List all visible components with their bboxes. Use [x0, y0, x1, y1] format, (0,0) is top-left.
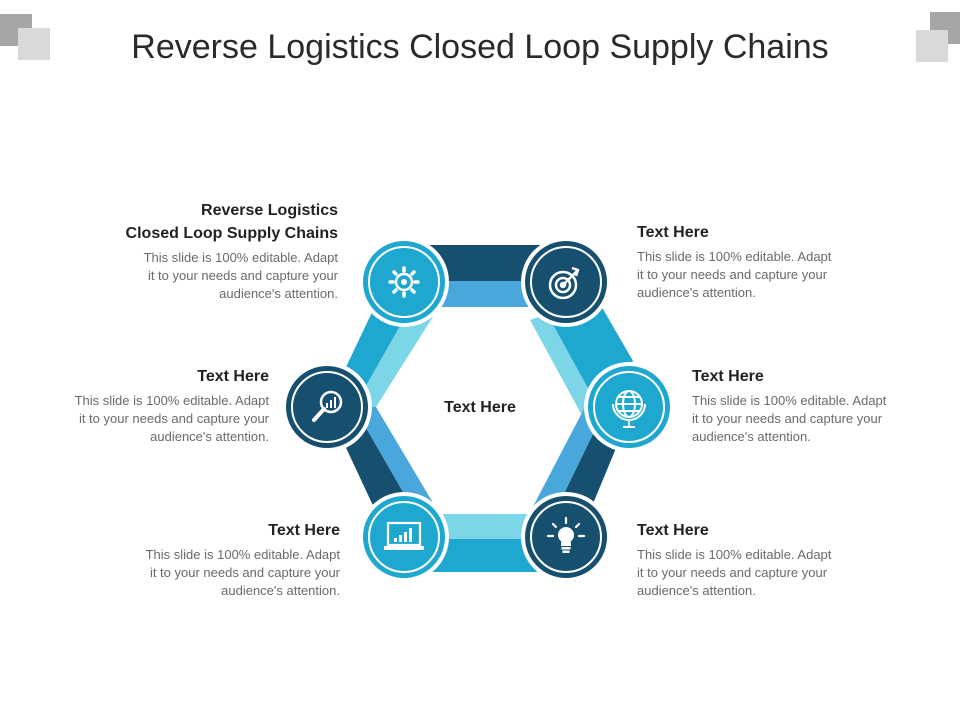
- text-block-bottom-left: Text Here This slide is 100% editable. A…: [40, 519, 340, 600]
- block-body: This slide is 100% editable. Adapt it to…: [143, 250, 338, 301]
- lightbulb-icon: [546, 516, 586, 553]
- block-body: This slide is 100% editable. Adapt it to…: [692, 393, 887, 444]
- gear-icon: [388, 266, 420, 298]
- target-icon: [548, 266, 580, 300]
- node-target: [521, 237, 611, 327]
- center-label: Text Here: [444, 399, 516, 416]
- magnifier-chart-icon: [312, 390, 343, 422]
- page-title: Reverse Logistics Closed Loop Supply Cha…: [131, 28, 829, 66]
- laptop-chart-icon: [384, 521, 424, 550]
- corner-square-tl-light: [18, 28, 50, 60]
- text-block-middle-left: Text Here This slide is 100% editable. A…: [20, 365, 269, 446]
- node-gear: [359, 237, 449, 327]
- corner-square-tr-light: [916, 30, 948, 62]
- text-block-top-left: Reverse Logistics Closed Loop Supply Cha…: [40, 199, 338, 303]
- block-heading: Text Here: [637, 522, 709, 539]
- node-laptop: [359, 492, 449, 582]
- node-lightbulb: [521, 492, 611, 582]
- globe-icon: [612, 390, 646, 428]
- block-heading: Reverse Logistics Closed Loop Supply Cha…: [125, 202, 338, 242]
- block-body: This slide is 100% editable. Adapt it to…: [74, 393, 269, 444]
- node-globe: [584, 362, 674, 452]
- text-block-middle-right: Text Here This slide is 100% editable. A…: [692, 365, 952, 446]
- block-body: This slide is 100% editable. Adapt it to…: [637, 547, 832, 598]
- block-heading: Text Here: [197, 368, 269, 385]
- block-body: This slide is 100% editable. Adapt it to…: [145, 547, 340, 598]
- block-heading: Text Here: [268, 522, 340, 539]
- text-block-bottom-right: Text Here This slide is 100% editable. A…: [637, 519, 937, 600]
- block-heading: Text Here: [637, 224, 709, 241]
- block-body: This slide is 100% editable. Adapt it to…: [637, 249, 832, 300]
- text-block-top-right: Text Here This slide is 100% editable. A…: [637, 221, 937, 302]
- node-magnifier: [282, 362, 372, 452]
- block-heading: Text Here: [692, 368, 764, 385]
